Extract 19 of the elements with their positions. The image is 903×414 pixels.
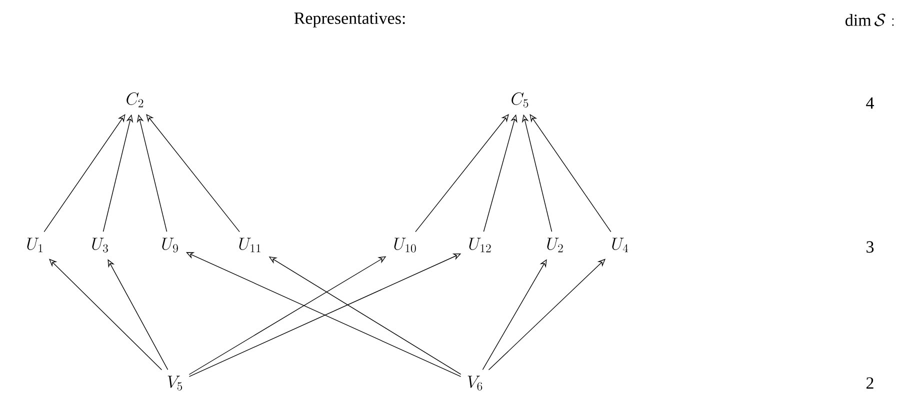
level-number: 4 — [866, 97, 874, 109]
vertex-label: $V_6$ — [468, 376, 482, 390]
vertex-label: $C_5$ — [512, 92, 528, 108]
vertex-label: $U_4$ — [612, 238, 628, 252]
vertex-label: $U_{10}$ — [394, 238, 416, 252]
vertex-label: $U_{11}$ — [239, 238, 260, 252]
level-number: 3 — [866, 241, 874, 253]
arrow — [530, 114, 612, 232]
axis-label: $\dim\mathcal{S}:$ — [846, 14, 894, 26]
vertex-label: $U_2$ — [547, 238, 563, 252]
arrow — [44, 114, 126, 232]
vertex-label: $U_9$ — [162, 238, 178, 252]
level-number: 2 — [866, 377, 874, 389]
vertex-label: $U_1$ — [27, 238, 42, 252]
heading: Representatives: — [294, 12, 405, 28]
vertex-label: $C_2$ — [126, 92, 144, 108]
vertex-label: $V_5$ — [168, 376, 182, 390]
vertex-label: $U_{12}$ — [469, 238, 491, 252]
vertex-label: $U_3$ — [92, 238, 108, 252]
